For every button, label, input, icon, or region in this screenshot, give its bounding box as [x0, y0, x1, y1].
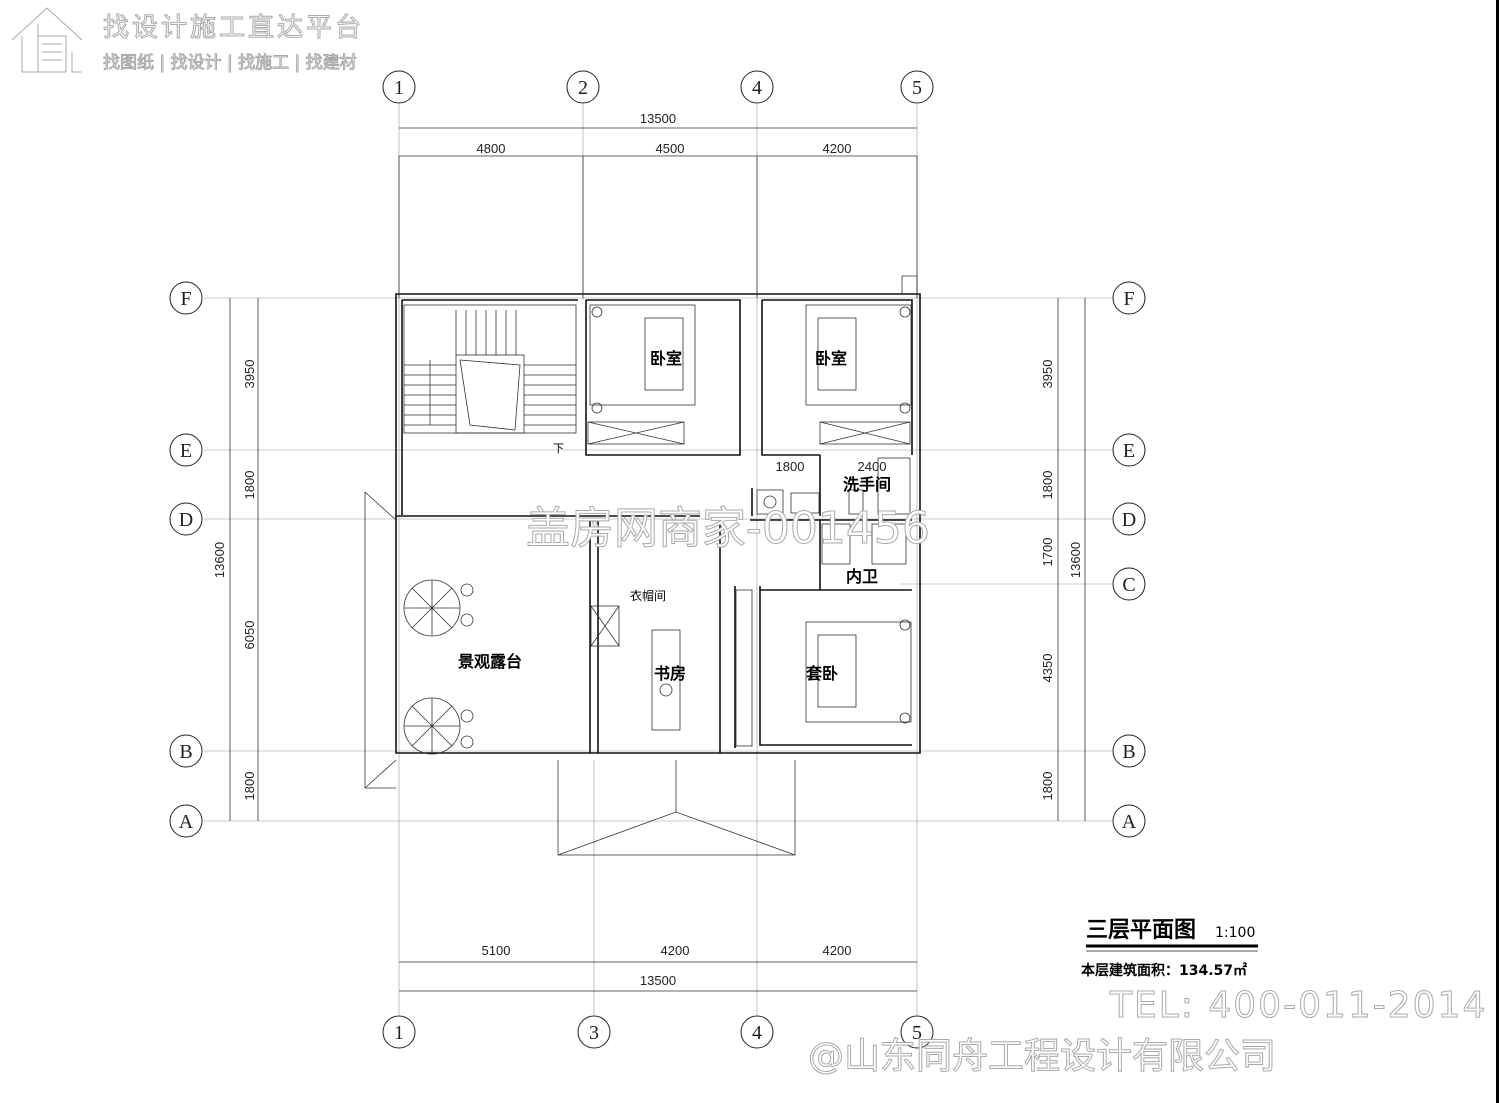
- desk: [651, 629, 681, 731]
- axis-label: D: [179, 509, 193, 531]
- axis-label: B: [179, 741, 192, 763]
- center-watermark: 盖房网商家-001456: [526, 503, 930, 554]
- axis-label: 5: [912, 77, 922, 99]
- staircase: [403, 304, 577, 434]
- dimension-text: 2400: [858, 459, 887, 474]
- room-label-study: 书房: [654, 664, 686, 683]
- dimension-text: 3950: [242, 360, 257, 389]
- dimension-text: 4200: [661, 943, 690, 958]
- axis-label: 4: [752, 1022, 762, 1044]
- dimension-text: 13500: [640, 973, 676, 988]
- dimension-text: 4200: [823, 141, 852, 156]
- patio-umbrella-icon: [403, 579, 474, 755]
- axis-label: 2: [578, 77, 588, 99]
- drawing-scale: 1:100: [1215, 925, 1255, 941]
- axis-label: 3: [589, 1022, 599, 1044]
- dimension-lines: [229, 127, 1086, 992]
- logo-title: 找设计施工直达平台: [103, 13, 364, 43]
- company-watermark: @山东同舟工程设计有限公司: [808, 1036, 1276, 1077]
- dimension-text: 5100: [482, 943, 511, 958]
- dimension-text: 4200: [823, 943, 852, 958]
- tel-watermark: TEL: 400-011-2014: [1109, 985, 1487, 1026]
- axis-label: F: [180, 288, 191, 310]
- dimension-text: 1700: [1040, 538, 1055, 567]
- bed: [805, 304, 912, 414]
- room-label-master-bedroom: 套卧: [805, 664, 838, 683]
- axis-label: D: [1122, 509, 1136, 531]
- axis-label: F: [1123, 288, 1134, 310]
- room-label-inner-bath: 内卫: [846, 567, 878, 586]
- room-label-washroom: 洗手间: [843, 475, 891, 494]
- dimension-text: 4800: [477, 141, 506, 156]
- axis-label: 4: [752, 77, 762, 99]
- axis-label: 5: [912, 1022, 922, 1044]
- stair-down-label: 下: [553, 442, 564, 455]
- room-label-bedroom: 卧室: [815, 349, 847, 368]
- dimension-text: 1800: [776, 459, 805, 474]
- axis-grid: [204, 104, 1112, 1015]
- drawing-title: 三层平面图: [1086, 918, 1196, 943]
- title-block: 三层平面图 1:100 本层建筑面积：134.57㎡: [1081, 918, 1258, 979]
- bed: [589, 304, 696, 414]
- logo-watermark: 找设计施工直达平台 找图纸 | 找设计 | 找施工 | 找建材: [11, 7, 364, 74]
- dimension-text: 13600: [212, 542, 227, 578]
- bathroom-fixtures: [756, 457, 911, 565]
- axis-label: E: [180, 440, 192, 462]
- dimension-text: 3950: [1040, 360, 1055, 389]
- dimension-text: 4350: [1040, 654, 1055, 683]
- dimension-text: 1800: [1040, 772, 1055, 801]
- dimension-text: 1800: [1040, 471, 1055, 500]
- room-label-terrace: 景观露台: [458, 652, 522, 671]
- dimension-text: 13600: [1068, 542, 1083, 578]
- bed: [805, 619, 912, 724]
- house-logo-icon: [11, 7, 83, 73]
- dimension-text: 13500: [640, 111, 676, 126]
- wardrobe: [587, 421, 911, 445]
- axis-bubbles: [169, 70, 1146, 1049]
- dimension-text: 6050: [242, 621, 257, 650]
- axis-label: B: [1122, 741, 1135, 763]
- room-label-bedroom: 卧室: [650, 349, 682, 368]
- axis-label: E: [1123, 440, 1135, 462]
- logo-subtitle: 找图纸 | 找设计 | 找施工 | 找建材: [103, 53, 357, 73]
- axis-label: A: [1122, 811, 1137, 833]
- dimension-text: 4500: [656, 141, 685, 156]
- axis-label: 1: [394, 77, 404, 99]
- floor-area: 本层建筑面积：134.57㎡: [1081, 962, 1247, 979]
- walls: [364, 275, 921, 856]
- dimension-text: 1800: [242, 471, 257, 500]
- dimension-text: 1800: [242, 772, 257, 801]
- room-label-cloakroom: 衣帽间: [630, 588, 666, 603]
- axis-label: 1: [394, 1022, 404, 1044]
- axis-label: C: [1122, 574, 1135, 596]
- axis-label: A: [179, 811, 194, 833]
